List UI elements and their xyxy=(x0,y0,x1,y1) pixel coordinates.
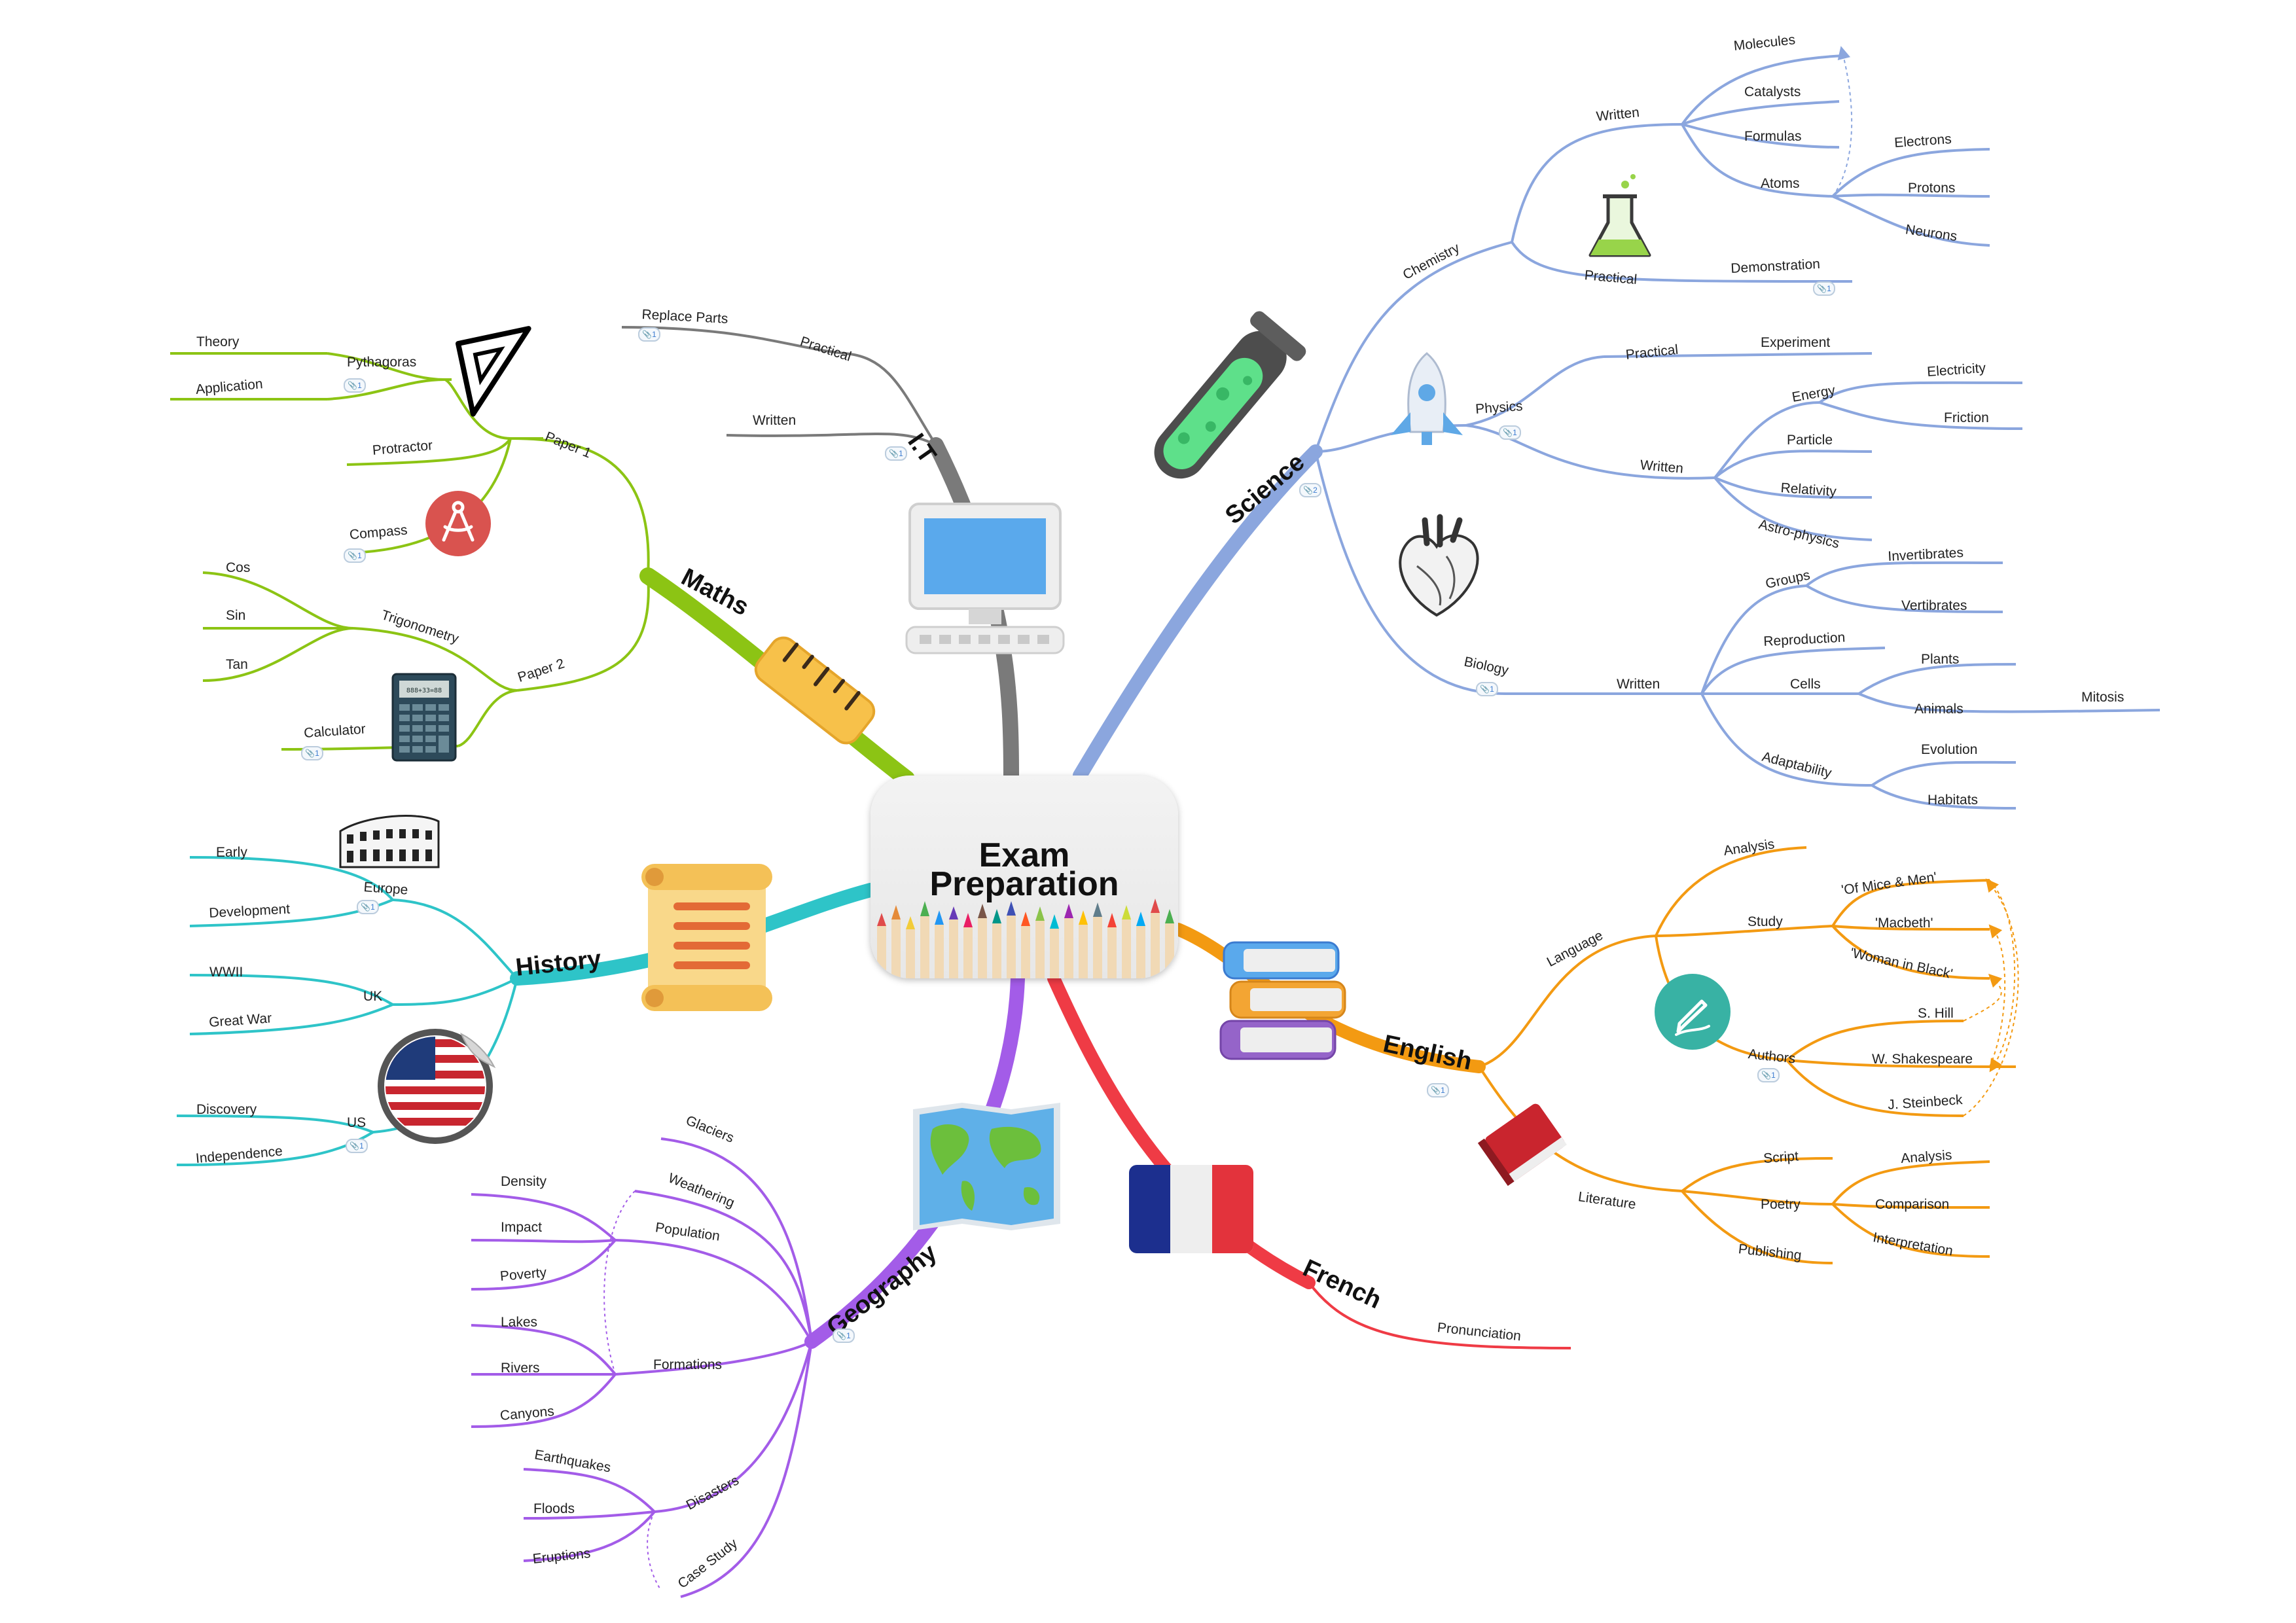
attachment-badge[interactable]: 📎1 xyxy=(346,1139,368,1153)
node-particle[interactable]: Particle xyxy=(1787,433,1833,448)
attachment-badge[interactable]: 📎1 xyxy=(301,746,323,760)
central-title-line-2: Preparation xyxy=(929,865,1119,903)
calculator-icon: 888+33=88 xyxy=(391,673,457,762)
node-w-shakespeare[interactable]: W. Shakespeare xyxy=(1872,1052,1973,1067)
node-wwii[interactable]: WWII xyxy=(209,965,243,980)
attachment-badge[interactable]: 📎1 xyxy=(1427,1083,1449,1097)
drawing-compass-icon xyxy=(425,491,491,556)
node-friction[interactable]: Friction xyxy=(1944,410,1989,425)
node-protons[interactable]: Protons xyxy=(1908,181,1956,196)
node-rivers[interactable]: Rivers xyxy=(501,1361,540,1376)
node-macbeth[interactable]: 'Macbeth' xyxy=(1875,916,1933,931)
attachment-badge[interactable]: 📎1 xyxy=(344,548,366,563)
node-relativity[interactable]: Relativity xyxy=(1780,480,1837,499)
node-evolution[interactable]: Evolution xyxy=(1921,742,1978,757)
attachment-badge[interactable]: 📎1 xyxy=(357,900,379,914)
node-discovery[interactable]: Discovery xyxy=(196,1102,257,1117)
node-uk[interactable]: UK xyxy=(363,989,383,1004)
node-experiment[interactable]: Experiment xyxy=(1761,335,1831,350)
ruler-icon xyxy=(754,636,876,745)
attachment-badge[interactable]: 📎1 xyxy=(1757,1068,1780,1082)
english-relationship-arrows xyxy=(1963,878,2019,1116)
node-density[interactable]: Density xyxy=(501,1174,547,1189)
node-us[interactable]: US xyxy=(347,1115,367,1130)
node-poetry[interactable]: Poetry xyxy=(1761,1197,1801,1212)
node-lakes[interactable]: Lakes xyxy=(501,1315,538,1330)
attachment-badge[interactable]: 📎1 xyxy=(1476,682,1498,696)
node-physics[interactable]: Physics xyxy=(1475,399,1524,417)
scroll-icon xyxy=(641,864,772,1011)
attachment-badge[interactable]: 📎2 xyxy=(1299,483,1321,497)
node-vertibrates[interactable]: Vertibrates xyxy=(1901,598,1967,613)
node-lit-analysis[interactable]: Analysis xyxy=(1900,1147,1953,1166)
node-formations[interactable]: Formations xyxy=(653,1357,723,1372)
node-europe[interactable]: Europe xyxy=(363,880,409,898)
node-cos[interactable]: Cos xyxy=(226,560,251,575)
world-map-icon xyxy=(913,1103,1060,1230)
attachment-badge[interactable]: 📎1 xyxy=(1813,281,1835,296)
geography-relationship-lines xyxy=(603,1190,662,1591)
calculator-display: 888+33=88 xyxy=(406,687,442,694)
rocket-icon xyxy=(1391,352,1463,445)
node-sin[interactable]: Sin xyxy=(226,608,246,623)
books-icon xyxy=(1219,941,1346,1060)
node-bio-written[interactable]: Written xyxy=(1617,677,1660,692)
red-book-icon xyxy=(1477,1103,1567,1186)
node-habitats[interactable]: Habitats xyxy=(1928,793,1979,808)
node-it-written[interactable]: Written xyxy=(753,413,797,428)
set-square-icon xyxy=(456,326,531,417)
node-formulas[interactable]: Formulas xyxy=(1744,129,1802,144)
computer-icon xyxy=(905,503,1065,654)
colored-pencils-image xyxy=(877,899,1174,978)
french-flag-icon xyxy=(1129,1165,1253,1253)
anatomical-heart-icon xyxy=(1399,514,1479,617)
node-study[interactable]: Study xyxy=(1748,914,1783,929)
central-topic-title: Exam Preparation xyxy=(870,836,1178,903)
node-phys-written[interactable]: Written xyxy=(1639,457,1684,476)
node-early[interactable]: Early xyxy=(216,845,247,860)
attachment-badge[interactable]: 📎1 xyxy=(885,446,907,461)
node-script[interactable]: Script xyxy=(1763,1149,1799,1166)
it-sub-branches xyxy=(621,326,937,446)
attachment-badge[interactable]: 📎1 xyxy=(833,1329,855,1343)
attachment-badge[interactable]: 📎1 xyxy=(1499,425,1521,440)
node-atoms[interactable]: Atoms xyxy=(1761,176,1800,191)
node-pythagoras[interactable]: Pythagoras xyxy=(347,355,417,370)
attachment-badge[interactable]: 📎1 xyxy=(344,378,366,393)
colosseum-icon xyxy=(339,815,440,868)
node-plants[interactable]: Plants xyxy=(1921,652,1960,667)
science-relationship-arrow xyxy=(1832,46,1853,197)
test-tube-icon xyxy=(1154,311,1306,479)
node-tan[interactable]: Tan xyxy=(226,657,248,672)
us-flag-badge-icon xyxy=(378,1029,496,1144)
central-title-line-1: Exam xyxy=(978,836,1070,874)
english-sub-branches xyxy=(1478,846,2017,1264)
flask-icon xyxy=(1588,174,1651,257)
node-comparison[interactable]: Comparison xyxy=(1875,1197,1950,1212)
node-cells[interactable]: Cells xyxy=(1790,677,1821,692)
french-sub-branch xyxy=(1308,1281,1571,1349)
node-impact[interactable]: Impact xyxy=(501,1220,543,1235)
node-theory[interactable]: Theory xyxy=(196,334,240,349)
french-main-branch xyxy=(1047,972,1316,1289)
geography-sub-branches xyxy=(471,1137,813,1598)
central-topic-node[interactable]: Exam Preparation xyxy=(870,776,1178,978)
science-main-branch xyxy=(1073,444,1323,783)
node-mitosis[interactable]: Mitosis xyxy=(2081,690,2125,705)
node-catalysts[interactable]: Catalysts xyxy=(1744,84,1801,99)
node-floods[interactable]: Floods xyxy=(533,1501,575,1516)
attachment-badge[interactable]: 📎1 xyxy=(638,327,660,342)
pen-badge-icon xyxy=(1655,974,1731,1050)
node-s-hill[interactable]: S. Hill xyxy=(1918,1006,1954,1021)
node-animals[interactable]: Animals xyxy=(1914,702,1964,717)
